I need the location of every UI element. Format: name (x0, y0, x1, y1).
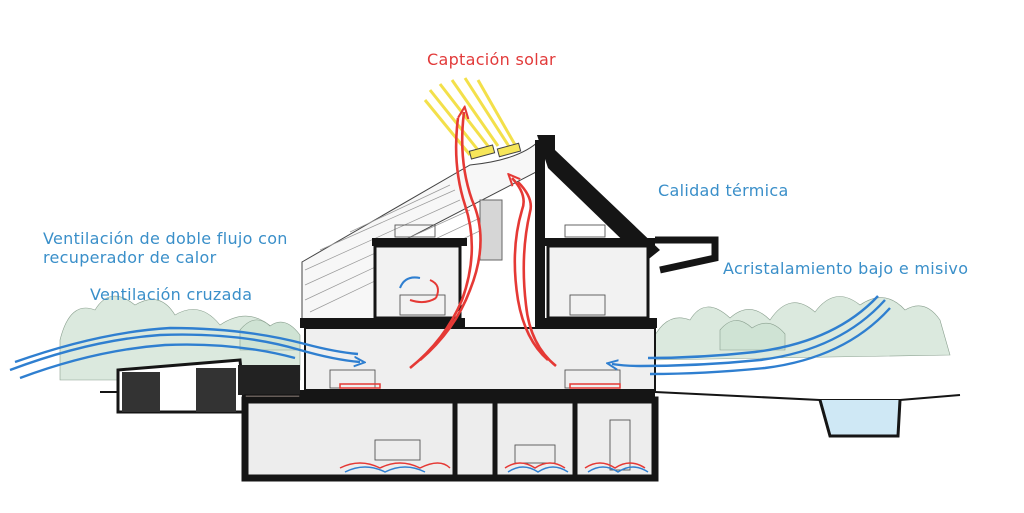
underfloor-heating (339, 383, 649, 473)
low-emissivity-glazing-label: Acristalamiento bajo e misivo (723, 259, 969, 278)
sunlight-rays (423, 77, 520, 156)
house-body (241, 135, 719, 482)
solar-label: Captación solar (427, 50, 556, 69)
double-flow-ventilation-line1: Ventilación de doble flujo con (43, 229, 288, 248)
airflow-left (9, 326, 360, 380)
cross-ventilation-label: Ventilación cruzada (90, 285, 253, 304)
heat-flows (409, 112, 557, 370)
airflow-right (612, 295, 891, 376)
thermal-quality-label: Calidad térmica (658, 181, 789, 200)
double-flow-ventilation-line2: recuperador de calor (43, 248, 217, 267)
solar-panels (468, 142, 522, 160)
pool (818, 399, 902, 438)
double-flow-ventilation-label: Ventilación de doble flujo con recuperad… (43, 229, 288, 267)
recirculation-arrows (399, 276, 439, 304)
vegetation-right (649, 296, 951, 361)
